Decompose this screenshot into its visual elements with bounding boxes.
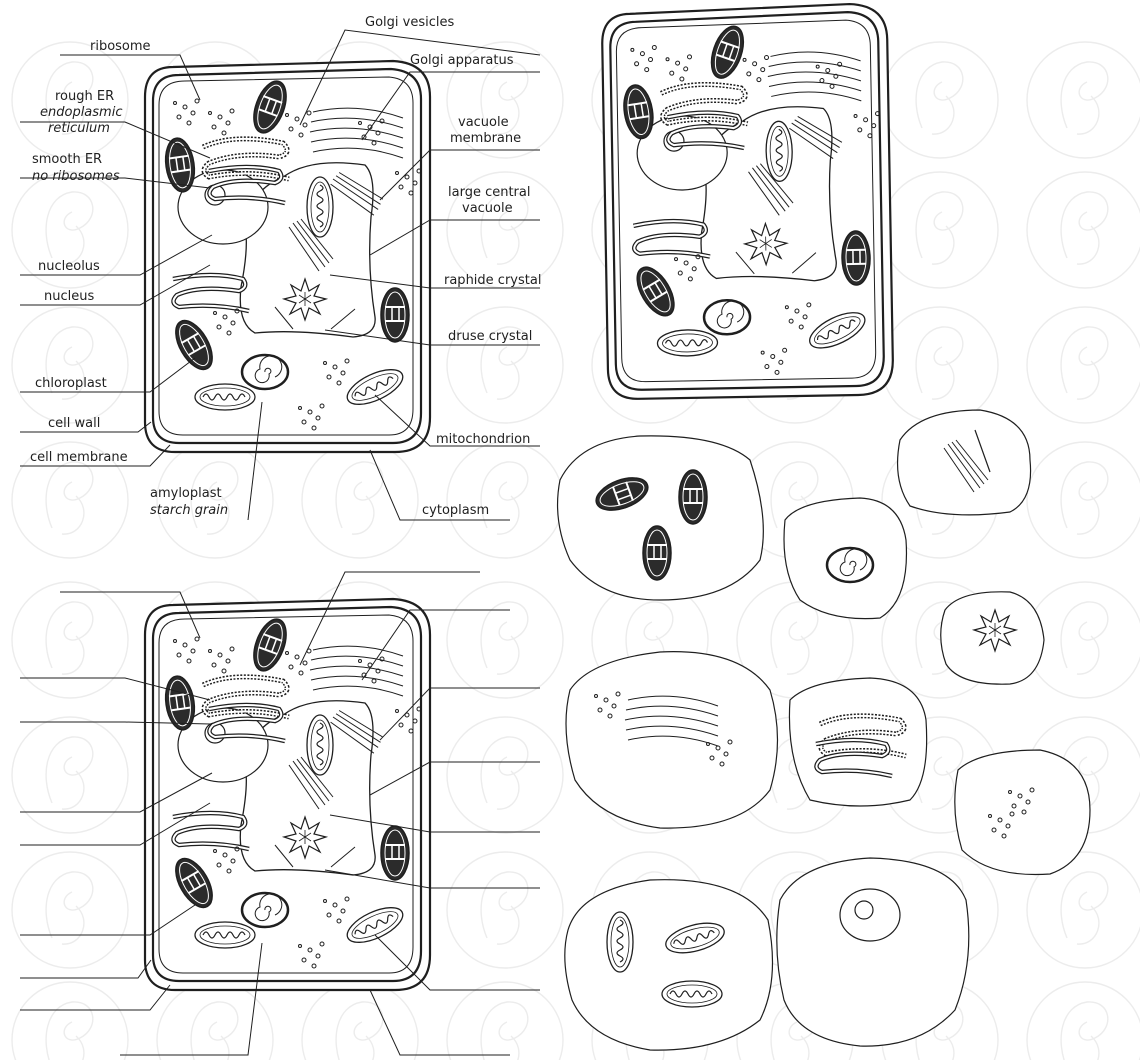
label-amyloplast-sub: starch grain — [150, 503, 228, 518]
label-druse-crystal: druse crystal — [448, 329, 532, 344]
label-mitochondrion: mitochondrion — [436, 432, 530, 447]
piece-mitochondria — [556, 435, 764, 601]
label-nucleus: nucleus — [44, 289, 94, 304]
label-rough-er-sub2: reticulum — [48, 121, 110, 136]
worksheet-blank-lines — [20, 571, 540, 1056]
diagram-labels: ribosome rough ER endoplasmic reticulum … — [30, 15, 541, 518]
cutout-pieces — [556, 409, 1091, 1051]
label-cytoplasm: cytoplasm — [422, 503, 489, 518]
labeled-plant-cell — [145, 61, 430, 452]
label-chloroplast: chloroplast — [35, 376, 107, 391]
label-leader-lines — [20, 29, 541, 521]
piece-chloroplasts — [564, 879, 774, 1051]
label-ribosome: ribosome — [90, 39, 151, 54]
label-vacuole-membrane-2: membrane — [450, 131, 521, 146]
label-central-vacuole-1: large central — [448, 185, 530, 200]
label-vacuole-membrane-1: vacuole — [458, 115, 509, 130]
label-golgi-vesicles: Golgi vesicles — [365, 15, 454, 30]
label-raphide-crystal: raphide crystal — [444, 273, 541, 288]
piece-nucleus — [776, 857, 970, 1047]
label-amyloplast: amyloplast — [150, 486, 222, 501]
label-cell-membrane: cell membrane — [30, 450, 128, 465]
label-rough-er: rough ER — [55, 89, 114, 104]
label-cell-wall: cell wall — [48, 416, 100, 431]
label-central-vacuole-2: vacuole — [462, 201, 513, 216]
label-nucleolus: nucleolus — [38, 259, 100, 274]
piece-raphide — [896, 409, 1032, 516]
label-smooth-er-sub: no ribosomes — [32, 169, 120, 184]
blank-plant-cell-worksheet — [145, 599, 430, 990]
cutout-organelles — [590, 429, 1035, 1008]
piece-golgi — [565, 651, 779, 829]
label-rough-er-sub1: endoplasmic — [40, 105, 122, 120]
label-smooth-er: smooth ER — [32, 152, 102, 167]
label-golgi-apparatus: Golgi apparatus — [410, 53, 514, 68]
unlabeled-plant-cell — [602, 3, 894, 399]
